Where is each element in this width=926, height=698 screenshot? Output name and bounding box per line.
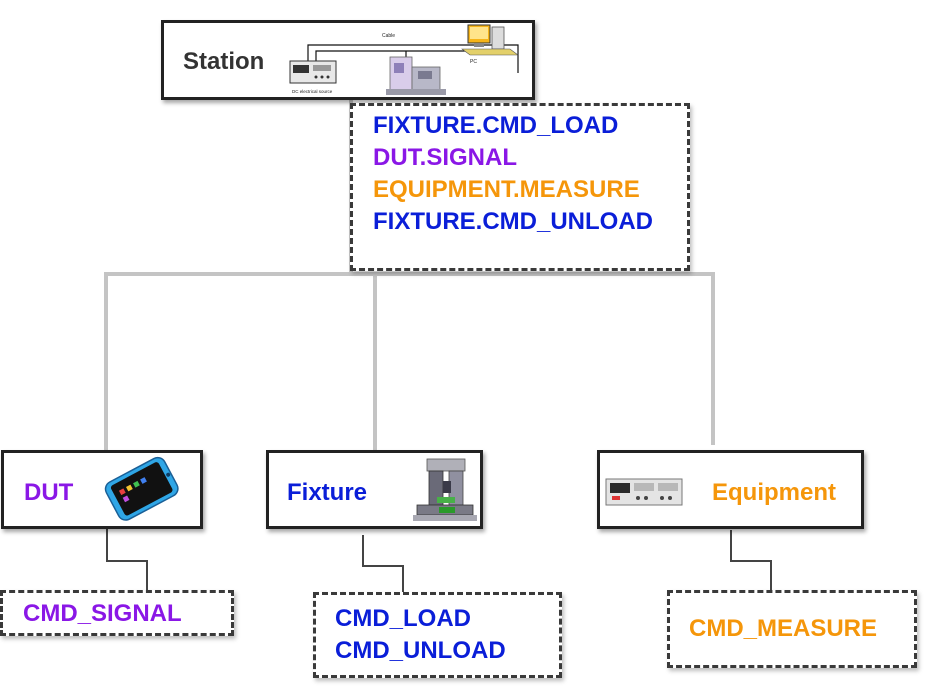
connector-equipment-commands-v1 (730, 530, 732, 561)
connector-fixture-commands-v1 (362, 535, 364, 566)
dut-command-signal: CMD_SIGNAL (23, 600, 182, 627)
station-command-fixture-unload: FIXTURE.CMD_UNLOAD (373, 208, 653, 235)
equipment-commands-box: CMD_MEASURE (667, 590, 917, 668)
station-cable-text: Cable (382, 33, 395, 39)
connector-equipment-commands-h (730, 560, 772, 562)
station-setup-illustration: Cable DC electrical source PC (289, 24, 519, 95)
station-label: Station (183, 48, 265, 75)
fixture-command-unload: CMD_UNLOAD (335, 637, 506, 664)
fixture-label: Fixture (287, 479, 368, 506)
connector-dut-commands-h (106, 560, 148, 562)
station-source-text: DC electrical source (292, 89, 333, 94)
connector-fixture-commands-h (362, 565, 404, 567)
station-commands-box: FIXTURE.CMD_LOAD DUT.SIGNAL EQUIPMENT.ME… (350, 103, 690, 271)
connector-to-equipment (711, 272, 715, 445)
connector-dut-commands-v2 (146, 560, 148, 592)
dut-label: DUT (24, 479, 74, 506)
equipment-label: Equipment (712, 479, 836, 506)
fixture-node: Fixture (266, 450, 483, 529)
equipment-node: Equipment (597, 450, 864, 529)
connector-to-dut (104, 272, 108, 452)
station-command-fixture-load: FIXTURE.CMD_LOAD (373, 112, 619, 139)
equipment-command-measure: CMD_MEASURE (689, 615, 878, 642)
dut-node: DUT (1, 450, 203, 529)
station-pc-text: PC (470, 59, 477, 65)
station-command-equipment-measure: EQUIPMENT.MEASURE (373, 176, 640, 203)
connector-equipment-commands-v2 (770, 560, 772, 592)
fixture-command-load: CMD_LOAD (335, 605, 471, 632)
station-commands-list: FIXTURE.CMD_LOAD DUT.SIGNAL EQUIPMENT.ME… (373, 110, 653, 238)
smartphone-icon (104, 456, 179, 521)
fixture-commands-box: CMD_LOAD CMD_UNLOAD (313, 592, 562, 678)
connector-horizontal-bus (104, 272, 715, 276)
station-command-dut-signal: DUT.SIGNAL (373, 144, 517, 171)
dut-commands-box: CMD_SIGNAL (0, 590, 234, 636)
fixture-machine-icon (413, 458, 477, 521)
connector-to-fixture (373, 272, 377, 450)
connector-fixture-commands-v2 (402, 565, 404, 594)
station-node: Station Cable DC electrical source PC (161, 20, 535, 100)
connector-dut-commands-v1 (106, 528, 108, 561)
power-supply-icon (605, 478, 683, 506)
